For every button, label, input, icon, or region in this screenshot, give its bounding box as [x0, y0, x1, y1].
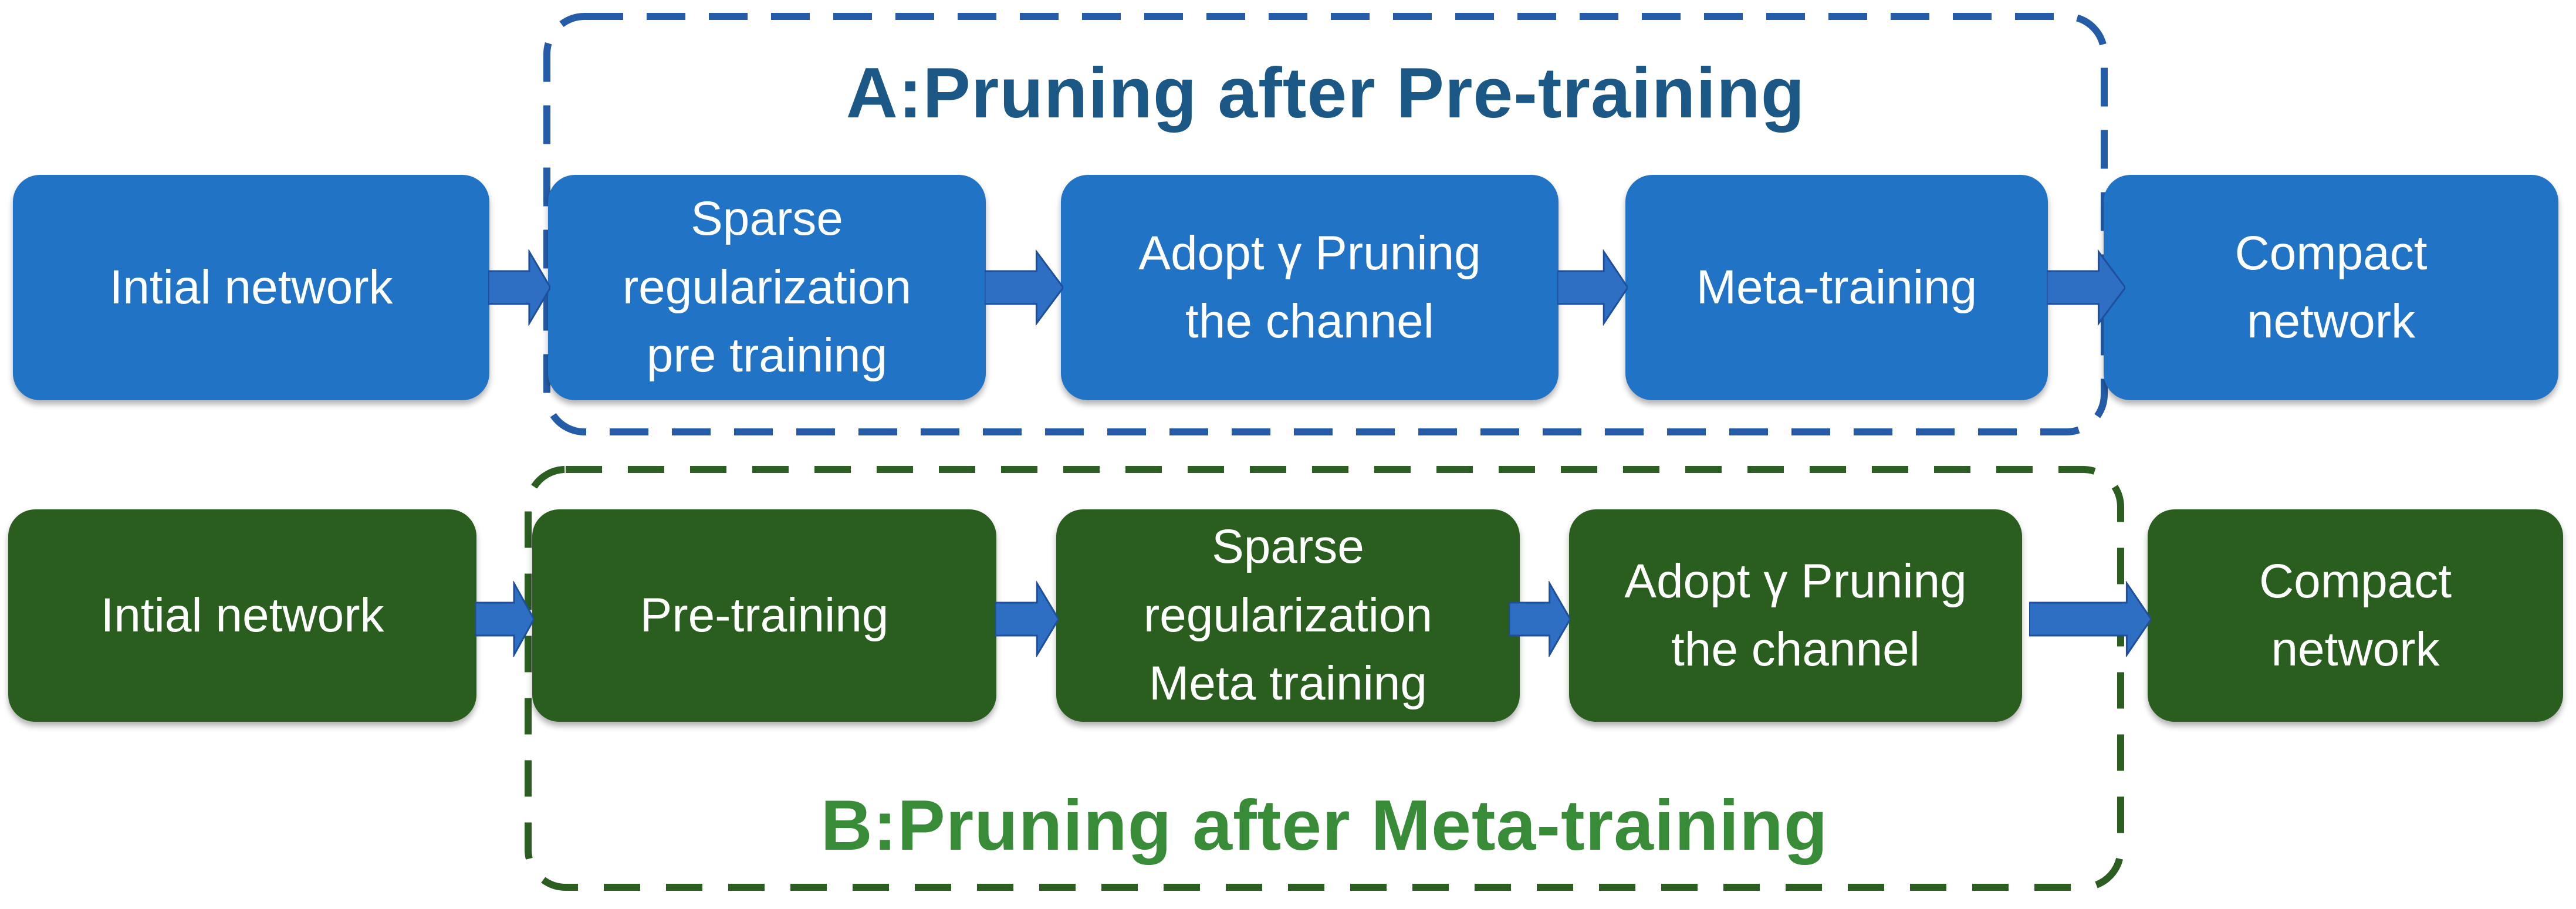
arrow-right-icon: [1557, 249, 1628, 326]
arrow-right-icon: [475, 581, 534, 657]
arrow-right-icon: [1509, 581, 1570, 657]
group-b-title: B:Pruning after Meta-training: [820, 785, 1828, 865]
box-b-sparse-regularization-meta-training: Sparse regularization Meta training: [1056, 509, 1520, 722]
box-b-pre-training: Pre-training: [532, 509, 996, 722]
box-a-compact-network: Compact network: [2104, 175, 2558, 400]
box-a-meta-training: Meta-training: [1625, 175, 2048, 400]
box-b-adopt-gamma-pruning-channel: Adopt γ Pruning the channel: [1569, 509, 2022, 722]
box-b-compact-network: Compact network: [2148, 509, 2563, 722]
box-b-initial-network: Intial network: [8, 509, 476, 722]
arrow-right-icon: [488, 249, 550, 326]
group-a-title: A:Pruning after Pre-training: [846, 52, 1806, 133]
arrow-right-icon: [2047, 249, 2125, 326]
box-a-sparse-regularization-pre-training: Sparse regularization pre training: [548, 175, 986, 400]
group-b-dashed-border: [525, 466, 2124, 891]
box-a-initial-network: Intial network: [13, 175, 489, 400]
box-a-adopt-gamma-pruning-channel: Adopt γ Pruning the channel: [1061, 175, 1559, 400]
arrow-right-icon: [985, 249, 1063, 326]
arrow-right-icon: [2029, 581, 2151, 657]
arrow-right-icon: [995, 581, 1059, 657]
